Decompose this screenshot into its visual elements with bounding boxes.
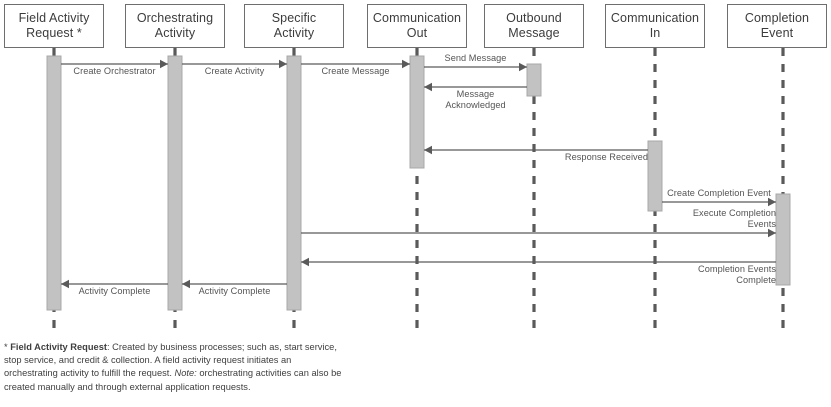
lifeline-header-label: Field Activity Request *	[18, 11, 90, 40]
message-arrowhead-m11	[61, 279, 69, 289]
footnote-body: : Created by business processes; such as…	[4, 342, 337, 379]
lifeline-header-label: Outbound Message	[506, 11, 562, 40]
footnote-note-label: Note:	[174, 368, 197, 379]
activation-bar-oa	[167, 55, 183, 311]
footnote-note-body: orchestrating activities can also be cre…	[4, 368, 342, 392]
message-label-m8: Execute Completion Events	[692, 208, 776, 229]
message-m6[interactable]	[424, 145, 648, 155]
message-label-m2: Create Activity	[204, 66, 265, 76]
lifeline-header-co[interactable]: Communication Out	[367, 4, 467, 48]
message-m7[interactable]	[662, 197, 776, 207]
message-arrowhead-m8	[768, 228, 776, 238]
message-m5[interactable]	[424, 82, 527, 92]
lifeline-header-label: Communication Out	[372, 11, 462, 40]
message-arrowhead-m3	[402, 59, 410, 69]
message-label-m4: Send Message	[444, 53, 507, 63]
activation-bar-sa	[286, 55, 302, 311]
message-arrowhead-m2	[279, 59, 287, 69]
activation-bar-co	[409, 55, 425, 169]
message-m11[interactable]	[61, 279, 168, 289]
message-arrowhead-m9	[301, 257, 309, 267]
message-arrowhead-m1	[160, 59, 168, 69]
message-label-m7: Create Completion Event	[667, 188, 771, 198]
message-arrowhead-m4	[519, 62, 527, 72]
message-arrowhead-m10	[182, 279, 190, 289]
message-label-m6: Response Received	[564, 152, 648, 162]
lifeline-header-ci[interactable]: Communication In	[605, 4, 705, 48]
lifeline-header-ce[interactable]: Completion Event	[727, 4, 827, 48]
footnote: * Field Activity Request: Created by bus…	[4, 341, 344, 394]
lifeline-header-om[interactable]: Outbound Message	[484, 4, 584, 48]
footnote-term: Field Activity Request	[10, 342, 107, 352]
message-label-m1: Create Orchestrator	[73, 66, 156, 76]
message-arrowhead-m6	[424, 145, 432, 155]
activation-bar-far	[46, 55, 62, 311]
activation-bar-om	[526, 63, 542, 97]
message-label-m3: Create Message	[321, 66, 390, 76]
lifeline-header-label: Orchestrating Activity	[136, 11, 214, 40]
activation-bar-ci	[647, 140, 663, 212]
message-arrowhead-m7	[768, 197, 776, 207]
message-m9[interactable]	[301, 257, 776, 267]
messages-layer	[61, 59, 776, 289]
footnote-marker: *	[4, 342, 11, 352]
message-m4[interactable]	[424, 62, 527, 72]
activations-layer	[46, 55, 791, 311]
message-arrowhead-m5	[424, 82, 432, 92]
message-label-m5: Message Acknowledged	[445, 89, 506, 110]
message-m8[interactable]	[301, 228, 776, 238]
lifeline-header-label: Specific Activity	[271, 11, 317, 40]
message-label-m10: Activity Complete	[198, 286, 271, 296]
lifeline-header-oa[interactable]: Orchestrating Activity	[125, 4, 225, 48]
message-m1[interactable]	[61, 59, 168, 69]
message-m10[interactable]	[182, 279, 287, 289]
lifeline-header-sa[interactable]: Specific Activity	[244, 4, 344, 48]
message-label-m9: Completion Events Complete	[698, 264, 776, 285]
lifeline-header-label: Completion Event	[744, 11, 810, 40]
lifeline-header-far[interactable]: Field Activity Request *	[4, 4, 104, 48]
lifeline-header-label: Communication In	[610, 11, 700, 40]
message-m3[interactable]	[301, 59, 410, 69]
message-m2[interactable]	[182, 59, 287, 69]
activation-bar-ce	[775, 193, 791, 286]
message-label-m11: Activity Complete	[78, 286, 151, 296]
